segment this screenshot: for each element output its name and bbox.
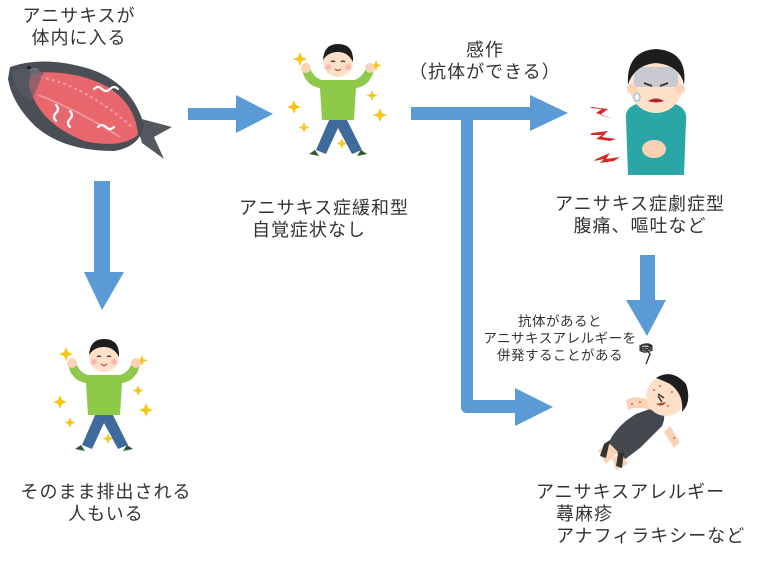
edge-sensitization-label: 感作 （抗体ができる）: [409, 40, 561, 83]
happy-person-icon: [53, 339, 153, 451]
arrow-severe-to-allergy: [626, 255, 666, 336]
fish-with-anisakis-icon: [8, 61, 172, 159]
dizzy-spiral-icon: [638, 343, 654, 365]
node-excreted-label: そのまま排出される 人もいる: [20, 482, 192, 525]
node-mild-label: アニサキス症緩和型 自覚症状なし: [238, 198, 410, 241]
edge-allergy-note-label: 抗体があると アニサキスアレルギーを 併発することがある: [483, 314, 637, 364]
stomachache-person-icon: [590, 49, 687, 175]
pain-mark-icon: [590, 131, 616, 141]
arrow-start-to-mild: [188, 95, 273, 133]
arrow-mild-to-severe: [411, 95, 568, 131]
node-severe-label: アニサキス症劇症型 腹痛、嘔吐など: [554, 194, 726, 237]
happy-person-icon: [287, 44, 387, 156]
node-start-label: アニサキスが 体内に入る: [22, 6, 136, 49]
arrow-mild-to-allergy: [461, 120, 553, 426]
node-allergy-label: アニサキスアレルギー 蕁麻疹 アナフィラキシーなど: [536, 482, 746, 547]
pain-mark-icon: [594, 153, 620, 163]
arrow-start-to-excreted: [84, 181, 124, 310]
pain-mark-icon: [590, 107, 614, 119]
collapsed-person-with-rash-icon: [598, 343, 689, 470]
